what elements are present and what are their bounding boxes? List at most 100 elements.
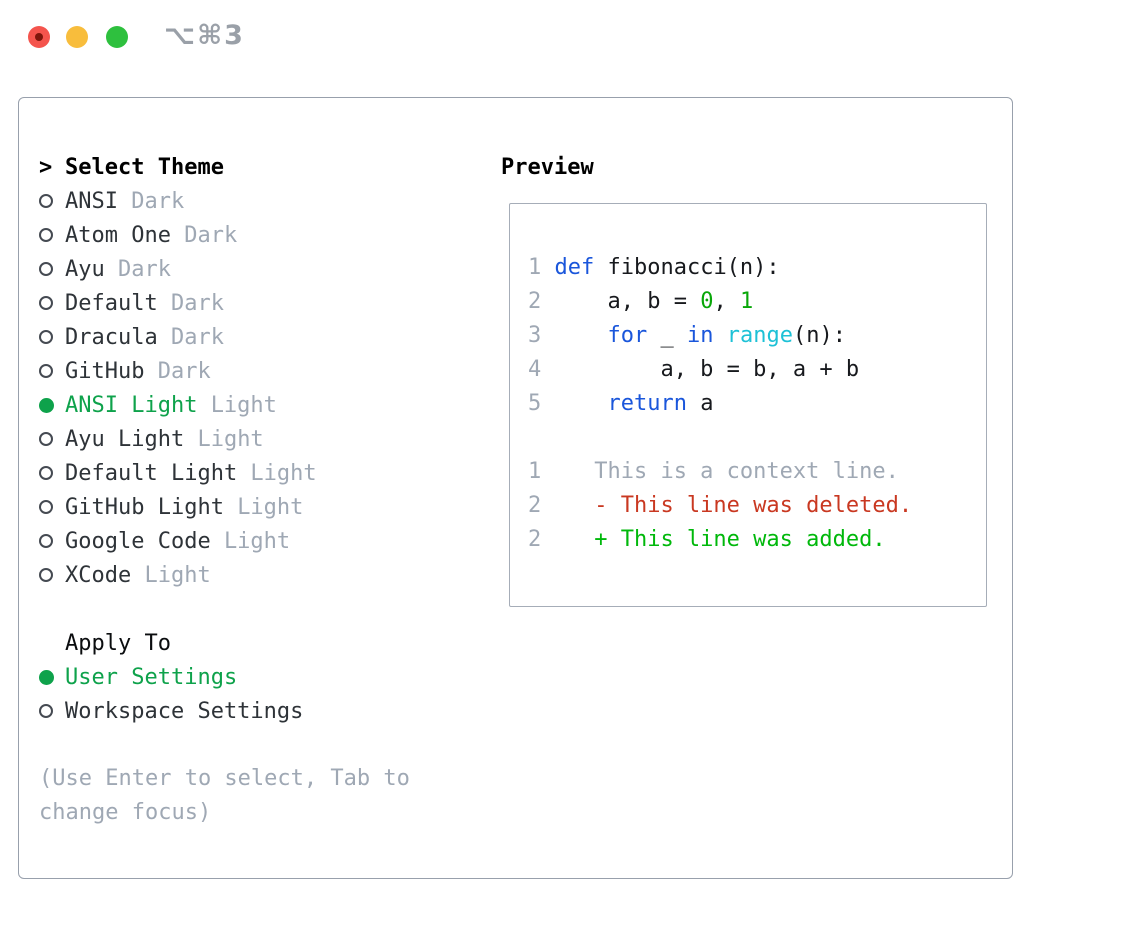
option-label: Ayu Light — [65, 426, 185, 452]
option-label: Dracula — [65, 324, 158, 350]
code-token: a — [686, 391, 714, 416]
code-token: return — [607, 391, 687, 416]
code-token: _ — [647, 323, 687, 348]
radio-icon — [39, 534, 65, 548]
theme-option-ayu[interactable]: Ayu Dark — [39, 252, 489, 286]
radio-icon — [39, 500, 65, 514]
theme-variant-label: Light — [250, 460, 317, 486]
theme-option-xcode[interactable]: XCode Light — [39, 558, 489, 592]
code-token: + This line was added. — [554, 527, 886, 552]
theme-variant-label: Dark — [117, 256, 171, 282]
spacer — [39, 592, 489, 626]
line-number: 5 — [528, 391, 542, 416]
radio-icon — [39, 330, 65, 344]
theme-variant-label: Dark — [170, 324, 224, 350]
option-label: Default — [65, 290, 158, 316]
theme-variant-label: Light — [210, 392, 277, 418]
code-line: 2 + This line was added. — [528, 523, 986, 557]
line-number: 2 — [528, 527, 542, 552]
radio-icon — [39, 568, 65, 582]
code-token: for — [607, 323, 648, 348]
option-label: GitHub Light — [65, 494, 224, 520]
line-number: 1 — [528, 459, 542, 484]
code-token — [713, 323, 726, 348]
code-line: 2 - This line was deleted. — [528, 489, 986, 523]
line-number: 2 — [528, 493, 542, 518]
theme-variant-label: Dark — [131, 188, 185, 214]
option-label: Atom One — [65, 222, 171, 248]
code-line: 1 This is a context line. — [528, 455, 986, 489]
radio-icon — [39, 364, 65, 378]
theme-variant-label: Light — [144, 562, 211, 588]
code-token: range — [726, 323, 793, 348]
theme-option-default[interactable]: Default Dark — [39, 286, 489, 320]
keyboard-shortcut-label: ⌥⌘3 — [164, 20, 245, 51]
radio-icon — [39, 296, 65, 310]
theme-variant-label: Dark — [184, 222, 238, 248]
spacer — [39, 728, 489, 762]
close-button[interactable] — [28, 26, 50, 48]
radio-icon — [39, 704, 65, 718]
code-token: a, b = b, a + b — [554, 357, 860, 382]
theme-variant-label: Dark — [157, 358, 211, 384]
radio-selected-icon — [39, 669, 65, 685]
radio-selected-icon — [39, 397, 65, 413]
code-token — [554, 323, 607, 348]
code-token: def — [554, 255, 595, 280]
line-number: 4 — [528, 357, 542, 382]
code-line: 2 a, b = 0, 1 — [528, 285, 986, 319]
code-token: a, b = — [554, 289, 701, 314]
code-token: in — [686, 323, 714, 348]
code-line: 3 for _ in range(n): — [528, 319, 986, 353]
theme-variant-label: Light — [197, 426, 264, 452]
radio-icon — [39, 262, 65, 276]
radio-icon — [39, 432, 65, 446]
line-number: 3 — [528, 323, 542, 348]
option-label: GitHub — [65, 358, 145, 384]
code-token: fibonacci(n): — [594, 255, 780, 280]
code-token: , — [713, 289, 740, 314]
minimize-button[interactable] — [66, 26, 88, 48]
select-theme-header: > Select Theme — [39, 150, 489, 184]
radio-icon — [39, 228, 65, 242]
option-label: User Settings — [65, 664, 238, 690]
apply-option-workspace-settings[interactable]: Workspace Settings — [39, 694, 489, 728]
code-token: This is a context line. — [554, 459, 899, 484]
code-line: 1 def fibonacci(n): — [528, 251, 986, 285]
code-line — [528, 421, 986, 455]
select-theme-title: Select Theme — [65, 154, 224, 180]
line-number: 2 — [528, 289, 542, 314]
theme-option-github[interactable]: GitHub Dark — [39, 354, 489, 388]
line-number: 1 — [528, 255, 542, 280]
option-label: Ayu — [65, 256, 105, 282]
code-line: 5 return a — [528, 387, 986, 421]
theme-option-ayu-light[interactable]: Ayu Light Light — [39, 422, 489, 456]
help-text-line: (Use Enter to select, Tab to — [39, 766, 410, 791]
code-token: (n): — [792, 323, 846, 348]
preview-title: Preview — [501, 154, 594, 180]
theme-variant-label: Dark — [170, 290, 224, 316]
zoom-button[interactable] — [106, 26, 128, 48]
option-label: XCode — [65, 562, 132, 588]
apply-option-user-settings[interactable]: User Settings — [39, 660, 489, 694]
theme-variant-label: Light — [223, 528, 291, 554]
radio-icon — [39, 466, 65, 480]
theme-option-atom-one[interactable]: Atom One Dark — [39, 218, 489, 252]
code-token — [554, 391, 607, 416]
apply-to-header: Apply To — [65, 630, 171, 656]
close-button-dot-icon — [35, 33, 43, 41]
theme-option-dracula[interactable]: Dracula Dark — [39, 320, 489, 354]
option-label: Workspace Settings — [65, 698, 304, 724]
